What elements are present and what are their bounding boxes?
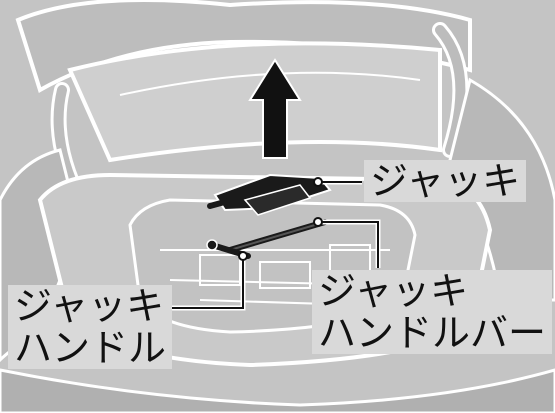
leader-lines-core xyxy=(150,181,379,309)
jack-label: ジャッキ xyxy=(364,159,527,203)
jack-handle-bar-label: ジャッキ ハンドルバー xyxy=(312,269,553,355)
jack-handle-bar-icon xyxy=(227,219,328,253)
leader-dots xyxy=(238,177,323,261)
trunk-lid xyxy=(15,0,472,163)
jack-handle-bar-label-line2: ハンドルバー xyxy=(318,311,547,355)
jack-handle-label-line2: ハンドル xyxy=(14,326,167,370)
up-arrow-icon xyxy=(248,58,302,159)
jack-handle-label-line1: ジャッキ xyxy=(14,284,165,328)
jack-label-text: ジャッキ xyxy=(370,159,521,203)
jack-handle-bar-label-line1: ジャッキ xyxy=(318,269,469,313)
jack-handle-label: ジャッキ ハンドル xyxy=(8,284,173,370)
scissor-jack-icon xyxy=(207,173,332,216)
